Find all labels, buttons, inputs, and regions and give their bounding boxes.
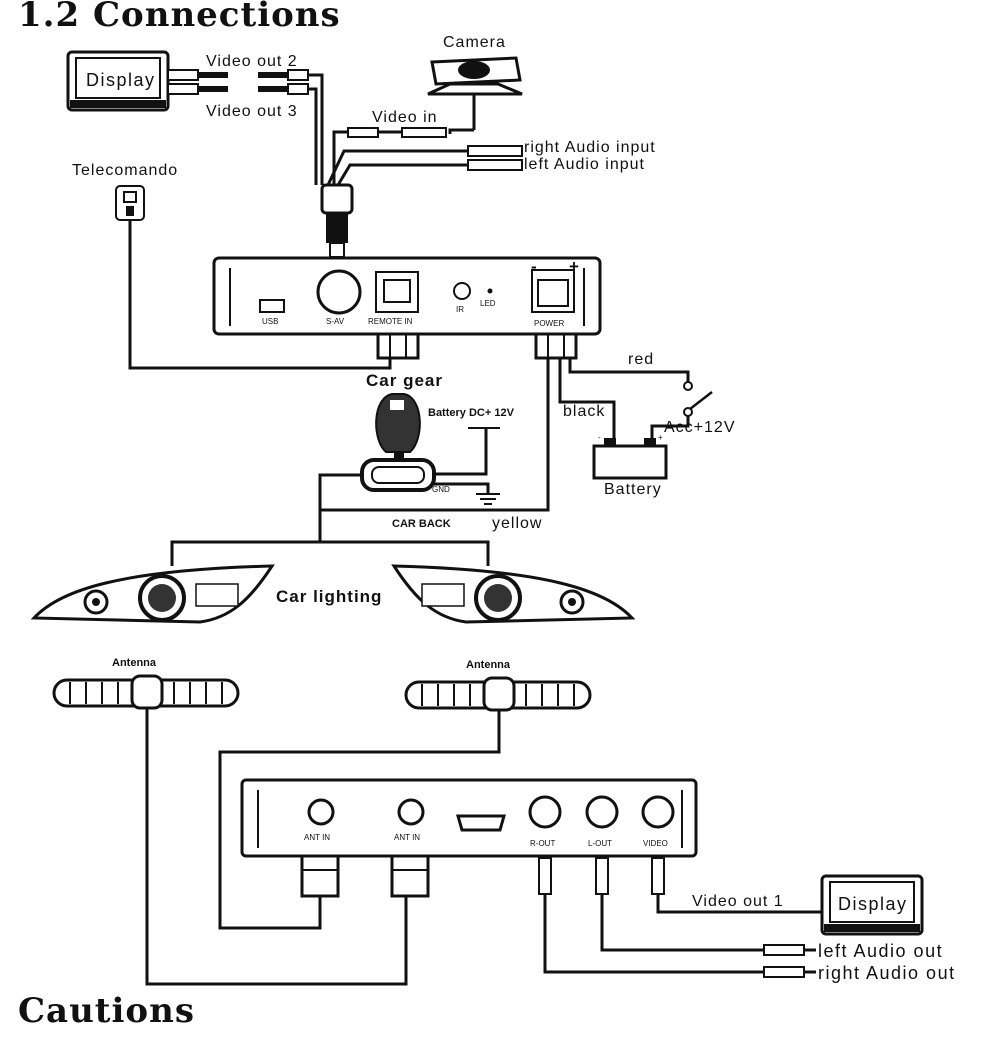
video-out-1-label: Video out 1 bbox=[692, 893, 784, 910]
multicable-connector bbox=[320, 183, 354, 258]
remote-in-label: REMOTE IN bbox=[368, 317, 413, 326]
black-wire-label: black bbox=[563, 403, 605, 420]
r-out-port bbox=[528, 795, 562, 829]
antenna-right-label: Antenna bbox=[466, 659, 511, 671]
battery-plus-label: + bbox=[658, 433, 663, 442]
power-plus-label: + bbox=[569, 257, 580, 276]
display-icon bbox=[66, 50, 170, 112]
usb-port bbox=[259, 299, 285, 313]
acc-label: Acc+12V bbox=[664, 419, 735, 436]
headlight-icon bbox=[30, 564, 275, 624]
video-port bbox=[641, 795, 675, 829]
power-port bbox=[531, 269, 575, 313]
car-back-label: CAR BACK bbox=[392, 518, 451, 530]
power-minus-label: - bbox=[531, 257, 538, 276]
battery-icon bbox=[592, 438, 668, 480]
rca-plug-icon bbox=[538, 857, 665, 895]
car-gear-label: Car gear bbox=[366, 371, 443, 390]
left-audio-out-label: left Audio out bbox=[818, 941, 943, 961]
ir-label: IR bbox=[456, 305, 464, 314]
led-indicator bbox=[487, 288, 493, 294]
right-audio-input-label: right Audio input bbox=[524, 139, 656, 156]
yellow-wire-label: yellow bbox=[492, 515, 542, 532]
ant-in-2-label: ANT IN bbox=[394, 833, 420, 842]
ant-in-1-label: ANT IN bbox=[304, 833, 330, 842]
ant-connector-2 bbox=[390, 854, 430, 898]
power-label: POWER bbox=[534, 319, 564, 328]
hdmi-port bbox=[456, 814, 506, 832]
section-heading: 1.2 Connections bbox=[18, 0, 341, 35]
antenna-icon bbox=[404, 676, 592, 722]
led-label: LED bbox=[480, 299, 496, 308]
ant-connector-1 bbox=[300, 854, 340, 898]
l-out-port bbox=[585, 795, 619, 829]
remote-connector bbox=[376, 332, 420, 360]
remote-sensor-icon bbox=[115, 185, 145, 221]
r-out-label: R-OUT bbox=[530, 839, 555, 848]
right-audio-out-label: right Audio out bbox=[818, 963, 956, 983]
battery-label: Battery bbox=[604, 481, 662, 498]
switch-icon bbox=[683, 391, 713, 417]
antenna-left-label: Antenna bbox=[112, 657, 157, 669]
usb-label: USB bbox=[262, 317, 278, 326]
video-in-label: Video in bbox=[372, 109, 438, 126]
battery-minus-label: - bbox=[598, 433, 601, 442]
l-out-label: L-OUT bbox=[588, 839, 612, 848]
antenna-icon bbox=[52, 674, 240, 720]
camera-label: Camera bbox=[443, 34, 506, 51]
video-out-3-label: Video out 3 bbox=[206, 103, 298, 120]
headlight-icon bbox=[391, 564, 636, 624]
ant-in-2-port bbox=[397, 798, 425, 826]
s-av-port bbox=[316, 269, 362, 315]
ant-in-1-port bbox=[307, 798, 335, 826]
left-audio-input-label: left Audio input bbox=[524, 156, 645, 173]
video-out-2-label: Video out 2 bbox=[206, 53, 298, 70]
ground-icon bbox=[476, 493, 500, 505]
cautions-heading: Cautions bbox=[18, 991, 195, 1031]
video-label: VIDEO bbox=[643, 839, 668, 848]
power-connector bbox=[534, 332, 578, 360]
rca-plug-icon bbox=[763, 944, 816, 978]
s-av-label: S-AV bbox=[326, 317, 345, 326]
camera-icon bbox=[427, 56, 523, 130]
gear-knob-icon bbox=[360, 393, 436, 492]
ir-sensor bbox=[453, 282, 471, 300]
rca-plug-icon bbox=[167, 69, 309, 95]
remote-in-port bbox=[375, 271, 419, 313]
telecomando-label: Telecomando bbox=[72, 162, 178, 179]
display-label-bottom: Display bbox=[838, 894, 908, 914]
display-icon bbox=[820, 874, 924, 936]
gnd-label: GND bbox=[432, 485, 450, 494]
red-wire-label: red bbox=[628, 351, 654, 368]
display-label-top: Display bbox=[86, 70, 156, 90]
car-lighting-label: Car lighting bbox=[276, 587, 382, 606]
battery-dc-label: Battery DC+ 12V bbox=[428, 407, 515, 419]
